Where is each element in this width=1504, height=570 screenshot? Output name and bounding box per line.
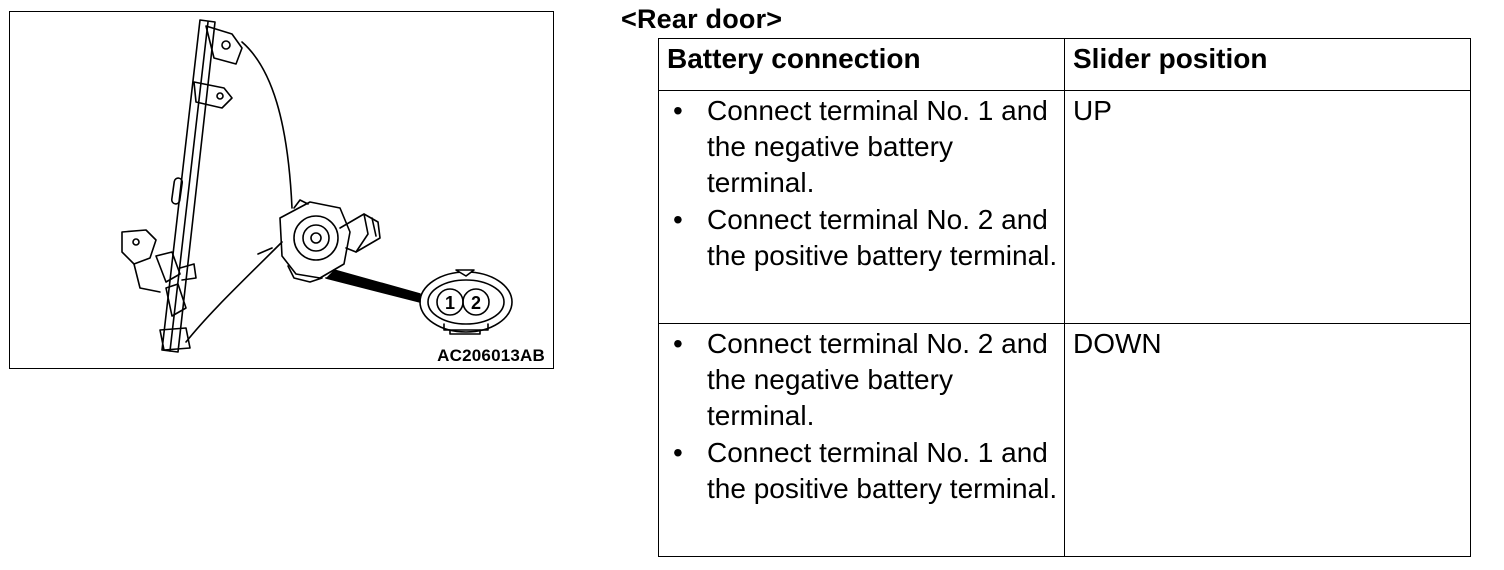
list-item: • Connect terminal No. 2 and the negativ…	[673, 326, 1058, 435]
connection-cell: • Connect terminal No. 1 and the negativ…	[658, 90, 1065, 324]
connector-pin-1: 1	[445, 293, 455, 313]
connection-text: Connect terminal No. 1 and the positive …	[707, 436, 1058, 504]
table-header-row: Battery connection Slider position	[658, 38, 1471, 91]
table-row: • Connect terminal No. 1 and the negativ…	[658, 90, 1471, 324]
bullet-icon: •	[673, 436, 683, 468]
connection-text: Connect terminal No. 2 and the positive …	[707, 203, 1058, 271]
connection-text: Connect terminal No. 1 and the negative …	[707, 95, 1048, 199]
figure-code: AC206013AB	[437, 346, 545, 365]
section-title: <Rear door>	[621, 4, 783, 34]
bullet-icon: •	[673, 203, 683, 235]
header-slider-position: Slider position	[1064, 38, 1471, 91]
battery-connection-table: Battery connection Slider position • Con…	[658, 38, 1471, 557]
regulator-figure: 1 2 AC206013AB	[9, 11, 554, 369]
bullet-icon: •	[673, 328, 683, 359]
connection-text: Connect terminal No. 2 and the negative …	[707, 328, 1048, 432]
bullet-icon: •	[673, 95, 683, 126]
list-item: • Connect terminal No. 1 and the negativ…	[673, 93, 1058, 202]
slider-position-cell: DOWN	[1064, 323, 1471, 557]
list-item: • Connect terminal No. 1 and the positiv…	[673, 435, 1058, 507]
table-row: • Connect terminal No. 2 and the negativ…	[658, 323, 1471, 557]
connector-pin-2: 2	[471, 293, 481, 313]
slider-position-cell: UP	[1064, 90, 1471, 324]
window-regulator-drawing: 1 2	[121, 19, 513, 353]
header-battery-connection: Battery connection	[658, 38, 1065, 91]
connection-cell: • Connect terminal No. 2 and the negativ…	[658, 323, 1065, 557]
list-item: • Connect terminal No. 2 and the positiv…	[673, 202, 1058, 274]
